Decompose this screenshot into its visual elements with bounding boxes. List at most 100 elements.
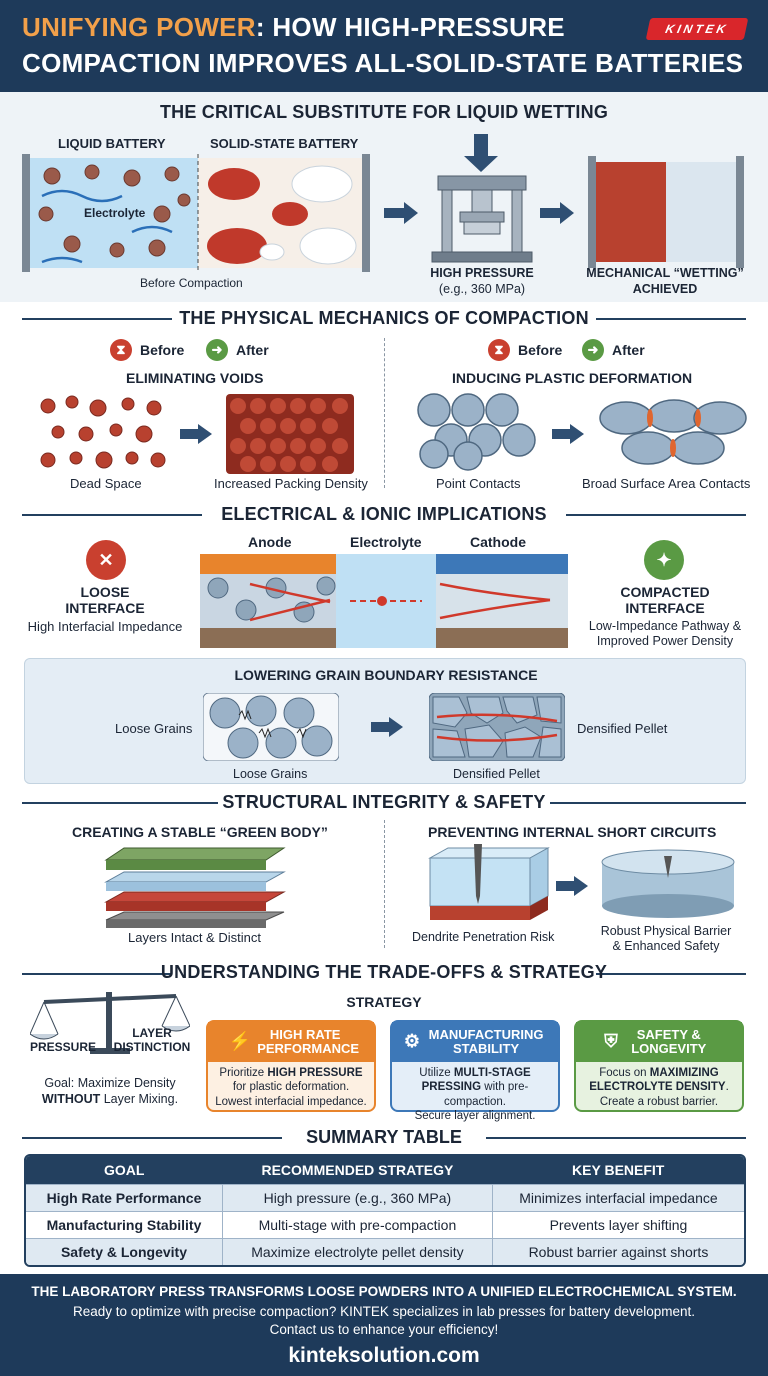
gears-icon: ⚙: [403, 1031, 421, 1052]
divider: [566, 514, 746, 516]
card-line-1: Prioritize HIGH PRESSURE: [214, 1066, 368, 1080]
broad-contacts-caption: Broad Surface Area Contacts: [582, 476, 751, 491]
scale-layer-label-1: LAYER: [132, 1026, 172, 1040]
summary-table: GOAL RECOMMENDED STRATEGY KEY BENEFIT Hi…: [24, 1154, 746, 1267]
packed-particles-illustration: [226, 394, 354, 474]
card-high-rate-header: ⚡HIGH RATE PERFORMANCE: [208, 1022, 374, 1062]
loose-sub: High Interfacial Impedance: [27, 619, 183, 634]
scale-layer-label-2: DISTINCTION: [113, 1040, 191, 1054]
dead-space-caption: Dead Space: [70, 476, 142, 491]
compacted-sub-2: Improved Power Density: [596, 634, 734, 648]
connected-arrows-icon: ✦: [644, 540, 684, 580]
title-rest: : HOW HIGH-PRESSURE: [255, 12, 565, 42]
densified-pellet-side-label: Densified Pellet: [577, 721, 668, 736]
arrow-right-icon: [371, 717, 403, 737]
densified-pellet-illustration: [429, 693, 565, 761]
compacted-title-2: INTERFACE: [625, 600, 705, 616]
packing-density-caption: Increased Packing Density: [214, 476, 368, 491]
card-line-1: Focus on MAXIMIZING: [582, 1066, 736, 1080]
compacted-cell-illustration: [588, 156, 744, 268]
arrow-forward-icon: ➜: [206, 339, 228, 361]
card-text: with pre-compaction.: [443, 1081, 529, 1108]
eliminating-voids-title: ELIMINATING VOIDS: [126, 370, 264, 386]
short-circuit-title: PREVENTING INTERNAL SHORT CIRCUITS: [428, 824, 717, 840]
strategy-label: STRATEGY: [346, 994, 422, 1010]
table-cell: Multi-stage with pre-compaction: [221, 1210, 493, 1238]
compacted-title-1: COMPACTED: [620, 584, 710, 600]
high-pressure-label: HIGH PRESSURE: [430, 266, 534, 280]
footer: THE LABORATORY PRESS TRANSFORMS LOOSE PO…: [0, 1274, 768, 1376]
table-cell: Safety & Longevity: [26, 1237, 223, 1265]
card-manufacturing-header: ⚙ MANUFACTURING STABILITY: [392, 1022, 558, 1062]
footer-url-link[interactable]: kinteksolution.com: [288, 1344, 480, 1367]
column-header: RECOMMENDED STRATEGY: [222, 1156, 493, 1184]
card-bold: HIGH PRESSURE: [267, 1067, 363, 1079]
title-line-1: UNIFYING POWER: HOW HIGH-PRESSURE: [22, 12, 565, 43]
card-bold: MULTI-STAGE: [453, 1067, 531, 1079]
card-high-rate-title: HIGH RATE PERFORMANCE: [257, 1026, 360, 1056]
arrow-right-icon: [556, 876, 588, 896]
solid-battery-label: SOLID-STATE BATTERY: [210, 136, 359, 151]
card-text: Focus on: [599, 1067, 650, 1079]
card-bold: ELECTROLYTE DENSITY: [589, 1081, 726, 1094]
goal-rest: Layer Mixing.: [100, 1092, 179, 1106]
divider: [596, 318, 746, 320]
section4-heading: STRUCTURAL INTEGRITY & SAFETY: [222, 792, 546, 812]
card-line-2: for plastic deformation.: [232, 1081, 350, 1094]
divider: [22, 318, 172, 320]
scale-pressure-label: PRESSURE: [30, 1040, 97, 1054]
kintek-logo: KINTEK: [645, 18, 749, 40]
table-cell: Manufacturing Stability: [26, 1210, 223, 1238]
point-contacts-illustration: [417, 393, 536, 471]
card-safety-header: ⛨SAFETY & LONGEVITY: [576, 1022, 742, 1062]
card-safety-body: Focus on MAXIMIZING ELECTROLYTE DENSITY.…: [576, 1062, 742, 1113]
card-high-rate: ⚡HIGH RATE PERFORMANCE Prioritize HIGH P…: [206, 1020, 376, 1112]
table-cell: High Rate Performance: [26, 1183, 223, 1211]
hydraulic-press-icon: [431, 134, 533, 263]
divider: [22, 973, 172, 975]
surface-contacts-illustration: [599, 399, 747, 465]
column-header: GOAL: [26, 1156, 223, 1184]
layered-stack-illustration: [104, 847, 286, 928]
divider-vertical: [384, 338, 385, 488]
card-bold: PRESSING: [421, 1081, 482, 1094]
table-cell: Robust barrier against shorts: [491, 1237, 744, 1265]
card-line-1: Utilize MULTI-STAGE: [398, 1066, 552, 1080]
card-manufacturing-title: MANUFACTURING STABILITY: [428, 1026, 544, 1056]
card-line-3: Create a robust barrier.: [599, 1095, 719, 1108]
summary-heading: SUMMARY TABLE: [306, 1127, 462, 1147]
electrolyte-layer-label: Electrolyte: [350, 534, 422, 550]
card-line-3: Lowest interfacial impedance.: [215, 1095, 367, 1108]
after-label-left: After: [236, 342, 269, 358]
arrow-forward-icon: ➜: [582, 339, 604, 361]
goal-line-1: Goal: Maximize Density: [44, 1076, 176, 1090]
before-label-left: Before: [140, 342, 185, 358]
divider: [22, 514, 202, 516]
loose-title-2: INTERFACE: [65, 600, 145, 616]
section-electrical-implications: ELECTRICAL & IONIC IMPLICATIONS Anode El…: [0, 500, 768, 785]
footer-headline: THE LABORATORY PRESS TRANSFORMS LOOSE PO…: [31, 1284, 737, 1299]
card-manufacturing-body: Utilize MULTI-STAGE PRESSING with pre-co…: [392, 1062, 558, 1128]
point-contacts-caption: Point Contacts: [436, 476, 521, 491]
green-body-title: CREATING A STABLE “GREEN BODY”: [72, 824, 328, 840]
title-line-2: COMPACTION IMPROVES ALL-SOLID-STATE BATT…: [22, 48, 744, 78]
card-text: Prioritize: [219, 1067, 268, 1079]
card-safety-title: SAFETY & LONGEVITY: [631, 1026, 707, 1056]
table-cell: Prevents layer shifting: [491, 1210, 744, 1238]
arrow-right-icon: [180, 424, 212, 444]
loose-grains-side-label: Loose Grains: [115, 721, 193, 736]
before-compaction-caption: Before Compaction: [140, 276, 243, 290]
title-highlight: UNIFYING POWER: [22, 12, 256, 42]
divider-vertical: [384, 820, 385, 948]
section5-heading: UNDERSTANDING THE TRADE-OFFS & STRATEGY: [160, 962, 608, 982]
grain-boundary-panel: LOWERING GRAIN BOUNDARY RESISTANCE Loose…: [24, 658, 746, 784]
goal-without: WITHOUT: [41, 1092, 101, 1106]
goal-line-2: WITHOUT Layer Mixing.: [22, 1092, 198, 1106]
card-line-2: PRESSING with pre-compaction.: [398, 1080, 552, 1109]
interface-cross-section: [200, 554, 568, 648]
compacted-sub-1: Low-Impedance Pathway &: [588, 619, 742, 633]
card-safety: ⛨SAFETY & LONGEVITY Focus on MAXIMIZING …: [574, 1020, 744, 1112]
card-line-3: Secure layer alignment.: [414, 1110, 536, 1123]
loose-grains-caption: Loose Grains: [233, 767, 308, 781]
